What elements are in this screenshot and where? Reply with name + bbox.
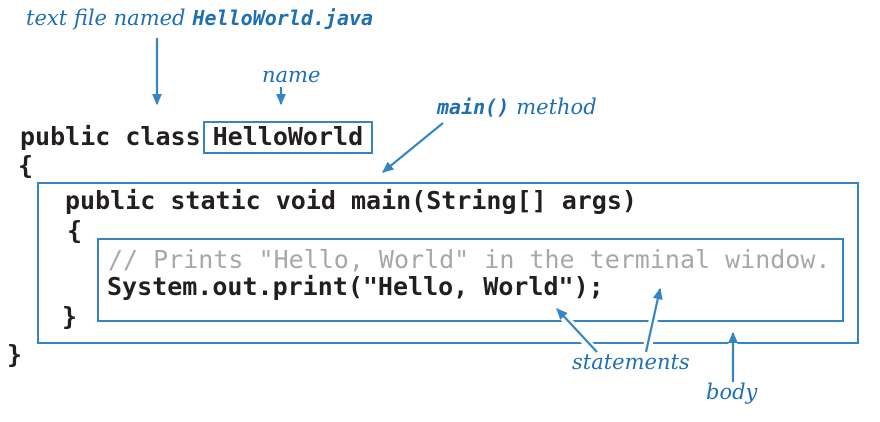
code-line-main-close-brace: }: [62, 303, 77, 330]
outer-open-brace-text: {: [18, 151, 34, 180]
statements-label: statements: [572, 350, 690, 374]
code-line-comment: // Prints "Hello, World" in the terminal…: [108, 246, 830, 273]
statements-box: [97, 238, 844, 322]
main-method-label: main()method: [437, 95, 597, 119]
class-name-text: HelloWorld: [212, 122, 364, 151]
code-line-main-open-brace: {: [67, 217, 82, 244]
statements-label-text: statements: [572, 350, 690, 374]
body-label: body: [706, 380, 757, 404]
print-statement-text: System.out.print("Hello, World");: [107, 272, 604, 301]
code-line-print-statement: System.out.print("Hello, World");: [107, 273, 604, 300]
main-close-brace-text: }: [62, 302, 78, 331]
code-line-main-signature: public static void main(String[] args): [65, 187, 637, 214]
file-label-text: text file named: [26, 6, 186, 30]
main-open-brace-text: {: [67, 216, 83, 245]
main-method-label-text: method: [516, 95, 597, 119]
name-label: name: [262, 63, 320, 87]
body-box: [37, 182, 859, 344]
file-label-filename: HelloWorld.java: [192, 6, 374, 30]
code-line-class-declaration: public class HelloWorld: [20, 121, 374, 154]
main-method-label-code: main(): [437, 95, 510, 119]
main-signature-text: public static void main(String[] args): [65, 186, 637, 215]
outer-close-brace-text: }: [7, 340, 23, 369]
code-line-outer-open-brace: {: [18, 152, 33, 179]
body-label-text: body: [706, 380, 758, 404]
name-label-text: name: [262, 63, 321, 87]
comment-text: // Prints "Hello, World" in the terminal…: [108, 245, 831, 274]
code-line-outer-close-brace: }: [7, 341, 22, 368]
class-name-box: HelloWorld: [202, 121, 374, 154]
main-method-arrow: [382, 122, 444, 173]
class-prefix-text: public class: [20, 122, 201, 151]
